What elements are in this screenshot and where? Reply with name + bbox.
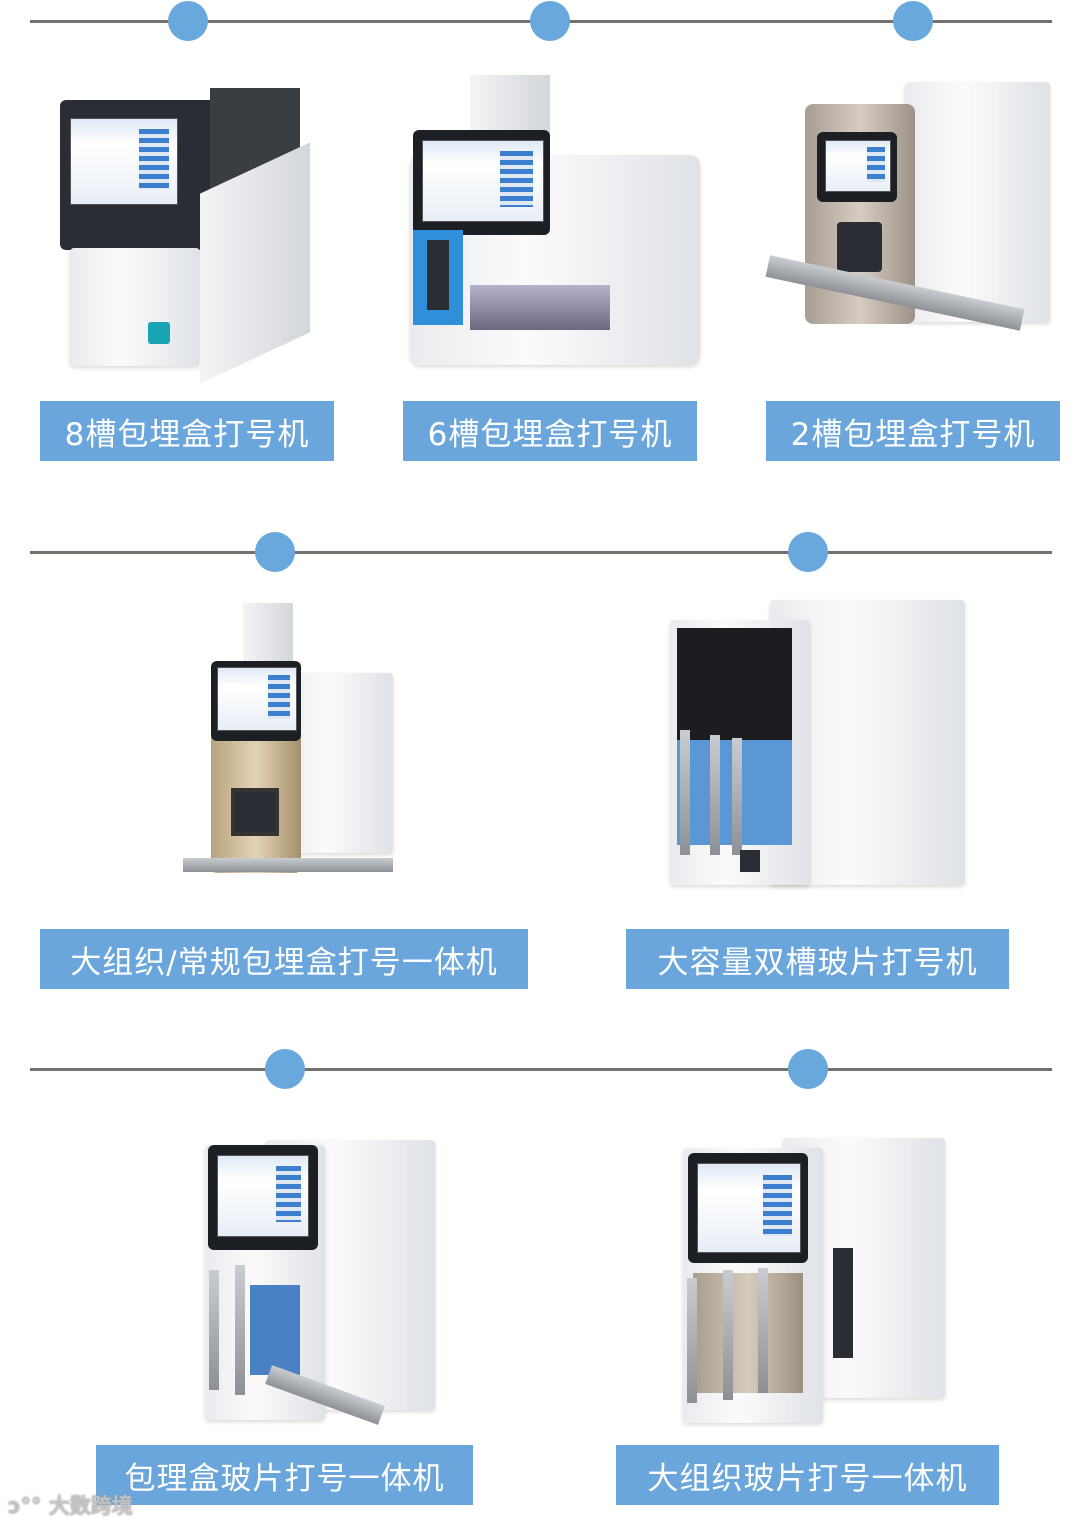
divider-line (30, 1068, 1052, 1071)
product-image-high-capacity-slide-printer (670, 600, 965, 885)
watermark-logo-icon: ↄ°° (8, 1494, 42, 1518)
watermark: ↄ°° 大数跨境 (8, 1490, 133, 1520)
timeline-dot (530, 1, 570, 41)
product-image-large-tissue-cassette-printer (183, 603, 393, 883)
product-image-8-slot-cassette-printer (60, 88, 315, 384)
divider-line (30, 551, 1052, 554)
product-image-2-slot-cassette-printer (765, 82, 1050, 372)
timeline-dot (788, 532, 828, 572)
product-label: 6槽包埋盒打号机 (403, 401, 697, 461)
product-image-6-slot-cassette-printer (410, 75, 700, 365)
product-label: 包理盒玻片打号一体机 (96, 1445, 473, 1505)
timeline-dot (265, 1049, 305, 1089)
product-label: 2槽包埋盒打号机 (766, 401, 1060, 461)
product-label: 大组织/常规包埋盒打号一体机 (40, 929, 528, 989)
product-image-large-tissue-slide-printer (683, 1138, 945, 1423)
timeline-dot (788, 1049, 828, 1089)
product-image-cassette-slide-printer (205, 1140, 435, 1425)
timeline-dot (893, 1, 933, 41)
product-label: 大容量双槽玻片打号机 (626, 929, 1009, 989)
product-label: 8槽包埋盒打号机 (40, 401, 334, 461)
watermark-text: 大数跨境 (48, 1494, 133, 1518)
timeline-dot (255, 532, 295, 572)
product-label: 大组织玻片打号一体机 (616, 1445, 999, 1505)
timeline-dot (168, 1, 208, 41)
